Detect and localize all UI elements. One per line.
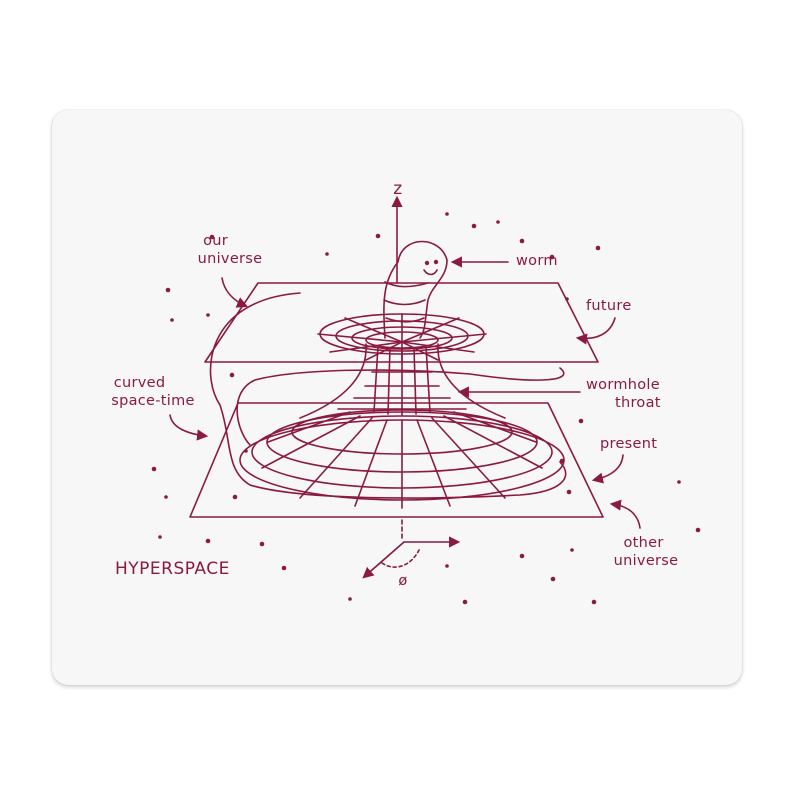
- curved-sheet-left: [209, 292, 301, 486]
- svg-text:other universe: other universe: [614, 535, 679, 569]
- label-phi: ø: [398, 573, 407, 589]
- lower-radials: [261, 411, 543, 509]
- curved-sheet-lower: [249, 461, 567, 499]
- gizmo-angle-arc: [381, 547, 421, 568]
- curved-space-time-arrow: [169, 414, 209, 441]
- wormhole-throat-mesh: [299, 343, 506, 419]
- label-hyperspace: HYPERSPACE: [115, 559, 230, 579]
- label-future: future: [586, 298, 632, 314]
- upper-plane: [204, 282, 599, 363]
- upper-radials: [317, 313, 487, 363]
- other-universe-arrow: [609, 499, 641, 529]
- label-curved: curved: [114, 375, 166, 391]
- star-field: [151, 212, 701, 605]
- label-z-axis: z: [393, 179, 402, 199]
- curved-sheet-right: [236, 367, 565, 446]
- worm-smile: [423, 269, 438, 276]
- present-arrow: [591, 454, 624, 484]
- label-present: present: [600, 436, 657, 452]
- svg-text:curved space-time: curved space-time: [111, 375, 195, 409]
- label-throat: throat: [615, 395, 661, 411]
- label-universe: universe: [198, 251, 263, 267]
- our-universe-arrow: [221, 277, 249, 308]
- future-arrow: [575, 317, 616, 345]
- worm-segment: [383, 299, 426, 306]
- label-other: other: [623, 535, 663, 551]
- label-wormhole: wormhole: [586, 377, 660, 393]
- worm-segment: [384, 281, 429, 288]
- label-our: our: [203, 233, 228, 249]
- worm-eyes: [424, 259, 439, 266]
- svg-text:wormhole throat: wormhole throat: [586, 377, 665, 411]
- worm-body: [383, 240, 448, 339]
- label-universe-2: universe: [614, 553, 679, 569]
- worm-segment: [385, 317, 425, 323]
- label-space-time: space-time: [111, 393, 195, 409]
- svg-text:our universe: our universe: [198, 233, 263, 267]
- lower-plane: [189, 402, 604, 518]
- label-worm: worm: [516, 253, 558, 269]
- gizmo-y-axis: [362, 541, 405, 579]
